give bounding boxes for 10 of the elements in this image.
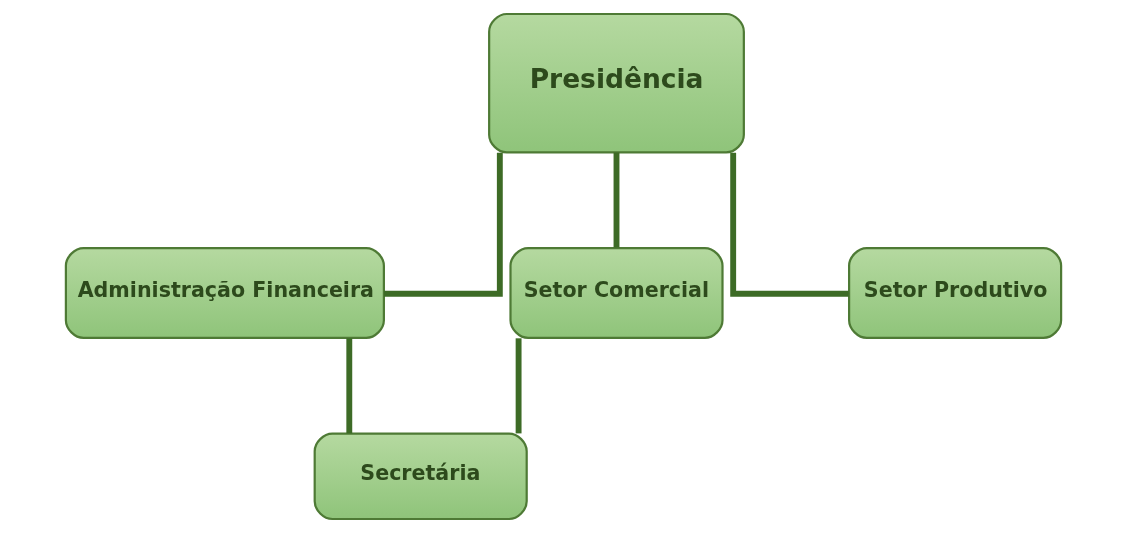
node-box: Presidência	[488, 12, 745, 154]
connector	[730, 152, 849, 297]
connector	[515, 338, 522, 434]
node-box: Administração Financeira	[64, 247, 385, 339]
node-box: Setor Produtivo	[848, 247, 1063, 339]
connector	[346, 338, 353, 434]
node-box: Setor Comercial	[509, 247, 724, 339]
connector	[384, 152, 503, 297]
node-box: Secretária	[313, 432, 528, 521]
connector	[613, 152, 620, 248]
